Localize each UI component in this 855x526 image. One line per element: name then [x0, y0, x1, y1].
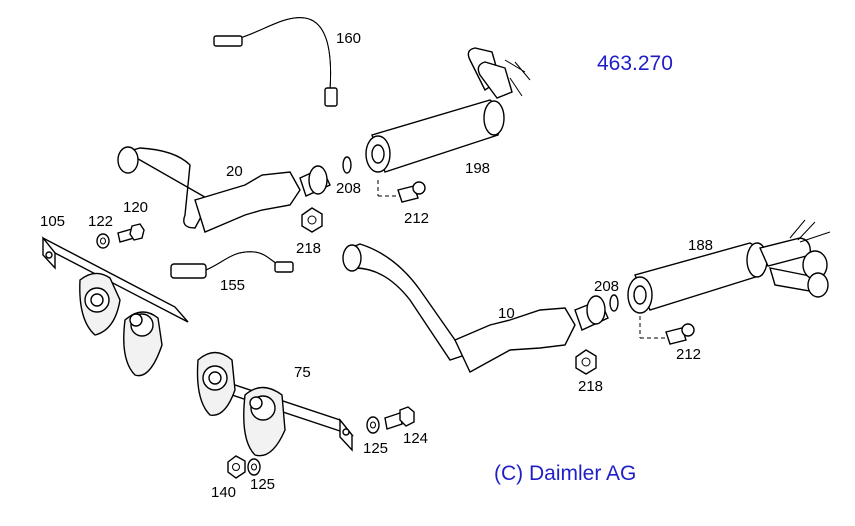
- rear-muffler-198: [342, 47, 531, 174]
- copyright-notice: (C) Daimler AG: [494, 462, 637, 485]
- bolt-124: [384, 406, 415, 430]
- callout-10[interactable]: 10: [498, 305, 515, 322]
- mounting-bracket-105: [42, 236, 189, 377]
- nut-218-upper: [301, 207, 323, 233]
- callout-198[interactable]: 198: [465, 160, 491, 177]
- callout-125-left[interactable]: 125: [250, 476, 276, 493]
- callout-218-upper[interactable]: 218: [296, 240, 322, 257]
- oxygen-sensor-155: [170, 251, 294, 279]
- washer-122: [96, 233, 110, 249]
- drawing-number: 463.270: [597, 52, 673, 75]
- callout-105[interactable]: 105: [40, 213, 66, 230]
- bolt-212-upper: [377, 180, 426, 203]
- bolt-212-lower: [639, 316, 695, 345]
- bolt-120: [117, 223, 145, 243]
- oxygen-sensor-160: [213, 17, 338, 107]
- callout-140[interactable]: 140: [211, 484, 237, 501]
- washer-125-right: [366, 416, 380, 434]
- nut-218-lower: [575, 349, 597, 375]
- callout-120[interactable]: 120: [123, 199, 149, 216]
- callout-75[interactable]: 75: [294, 364, 311, 381]
- callout-188[interactable]: 188: [688, 237, 714, 254]
- callout-212-upper[interactable]: 212: [404, 210, 430, 227]
- catalytic-converter-10: [342, 243, 609, 373]
- callout-125-right[interactable]: 125: [363, 440, 389, 457]
- catalytic-converter-20: [117, 146, 331, 233]
- callout-208-lower[interactable]: 208: [594, 278, 620, 295]
- callout-208-upper[interactable]: 208: [336, 180, 362, 197]
- callout-124[interactable]: 124: [403, 430, 429, 447]
- washer-125-left: [247, 458, 261, 476]
- callout-212-lower[interactable]: 212: [676, 346, 702, 363]
- callout-160[interactable]: 160: [336, 30, 362, 47]
- nut-140: [227, 455, 246, 479]
- callout-218-lower[interactable]: 218: [578, 378, 604, 395]
- mounting-bracket-75: [196, 351, 355, 457]
- rear-muffler-188: [609, 219, 831, 314]
- callout-20[interactable]: 20: [226, 163, 243, 180]
- callout-155[interactable]: 155: [220, 277, 246, 294]
- callout-122[interactable]: 122: [88, 213, 114, 230]
